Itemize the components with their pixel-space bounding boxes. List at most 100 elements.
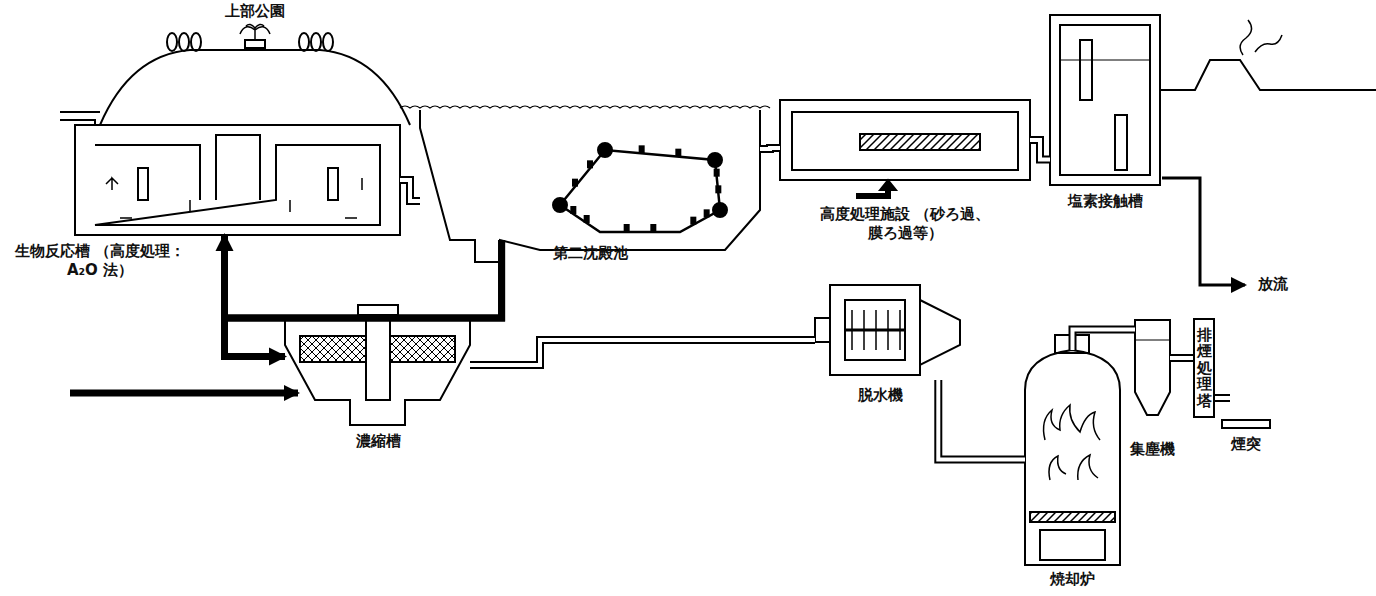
dewatering-machine: 脱水機 — [815, 280, 960, 380]
settling-basin — [598, 143, 612, 157]
pipe-connector — [400, 180, 420, 201]
chlorine-tank: 塩素接触槽 — [1050, 15, 1160, 185]
park-label: 上部公園 — [225, 2, 285, 21]
chain-flight — [639, 145, 645, 153]
pipe-bore — [1030, 140, 1050, 160]
pipe-bore — [1073, 330, 1136, 351]
dewatering-machine — [815, 318, 830, 342]
reactor-tank — [138, 168, 148, 200]
chain-flight — [714, 169, 720, 177]
reactor-tank — [75, 125, 400, 235]
chain-flight — [584, 215, 590, 223]
pipe-connector — [1170, 358, 1193, 359]
chimney — [1240, 20, 1282, 55]
filter-facility: 高度処理施設 （砂ろ過、膜ろ過等） — [780, 100, 1030, 180]
pipe-wall — [760, 148, 780, 149]
pipe-bore — [470, 340, 815, 365]
filter-facility — [780, 100, 1030, 180]
component-label: 煙突 — [1231, 435, 1261, 454]
component-label: 焼却炉 — [1050, 570, 1095, 589]
thickener-tank — [358, 305, 398, 315]
park-mound — [100, 24, 410, 125]
park-mound — [240, 24, 270, 40]
chlorine-tank — [1115, 115, 1127, 170]
outfall-label: 放流 — [1258, 275, 1288, 294]
incinerator — [1044, 405, 1100, 440]
park-mound — [245, 40, 265, 48]
component-label: 濃縮槽 — [356, 432, 401, 451]
park-mound — [179, 33, 189, 51]
reactor-tank — [95, 135, 380, 225]
reactor-tank — [60, 112, 400, 235]
pipe-bore — [938, 380, 1025, 460]
chimney — [1222, 20, 1282, 428]
settling-basin — [420, 110, 760, 262]
settling-basin — [570, 145, 721, 232]
settling-basin — [560, 150, 720, 232]
filter-facility — [792, 112, 1018, 170]
pipe-wall — [1170, 354, 1193, 362]
component-label: 塩素接触槽 — [1068, 192, 1143, 211]
chlorine-tank — [1162, 178, 1245, 285]
reactor-tank — [106, 178, 362, 218]
incinerator — [1040, 530, 1105, 560]
filter-facility — [880, 180, 896, 190]
incinerator — [1030, 512, 1115, 522]
pipe-wall — [1215, 394, 1230, 402]
pipe-wall — [470, 340, 815, 365]
incinerator — [1049, 455, 1098, 480]
pipe-connector — [1030, 140, 1050, 160]
chain-flight — [675, 149, 681, 157]
settling-basin — [713, 203, 727, 217]
dewatering-machine — [830, 285, 920, 375]
chain-flight — [650, 224, 656, 232]
water-surface — [400, 106, 770, 108]
incinerator — [1025, 335, 1120, 565]
thickener-tank: 濃縮槽 — [285, 305, 470, 425]
pipe-bore — [1170, 356, 1193, 360]
chlorine-tank — [1050, 15, 1376, 285]
component-label: 脱水機 — [858, 386, 903, 405]
incinerator: 焼却炉 — [1025, 350, 1120, 565]
park-mound — [100, 50, 410, 125]
filter-facility — [780, 100, 1030, 196]
inflow-arrow — [70, 390, 298, 397]
component-label: 排煙処理塔 — [1197, 327, 1212, 410]
component-label: 第二沈殿池 — [553, 244, 628, 263]
thickener-tank — [285, 305, 470, 425]
park-mound — [311, 33, 321, 51]
incinerator — [1025, 350, 1120, 565]
flue-gas-tower: 排煙処理塔 — [1193, 318, 1215, 418]
settling-basin: 第二沈殿池 — [420, 110, 760, 240]
park-mound — [299, 33, 309, 51]
chlorine-tank — [1060, 25, 1150, 175]
chain-flight — [624, 224, 630, 232]
dewatering-machine — [815, 285, 960, 375]
pipe-connector — [938, 380, 1025, 460]
chimney: 煙突 — [1230, 60, 1262, 420]
flow-arrow — [225, 240, 502, 357]
chlorine-tank — [1160, 60, 1376, 90]
pipe-bore — [400, 180, 420, 201]
reactor-tank — [328, 168, 338, 200]
pipe-connector — [470, 340, 815, 365]
chimney — [1222, 420, 1270, 428]
pipe-wall — [938, 380, 1025, 460]
park-mound — [167, 33, 177, 51]
plant-illustration — [60, 15, 1376, 565]
chlorine-tank — [1060, 60, 1150, 61]
flow-line — [225, 235, 502, 318]
dewatering-machine — [920, 300, 960, 365]
pipe-wall — [1030, 140, 1050, 160]
reactor-tank — [60, 112, 100, 125]
pipe-connector — [1215, 398, 1230, 399]
pipe-connector — [760, 148, 780, 149]
chlorine-tank — [1080, 40, 1092, 100]
flow-line — [225, 240, 502, 357]
reactor-tank: 生物反応槽 （高度処理：A₂O 法） — [75, 125, 400, 235]
dust-collector — [1135, 340, 1170, 341]
pipe-wall — [400, 180, 420, 201]
chain-flight — [704, 209, 710, 217]
dewatering-machine — [845, 329, 905, 332]
